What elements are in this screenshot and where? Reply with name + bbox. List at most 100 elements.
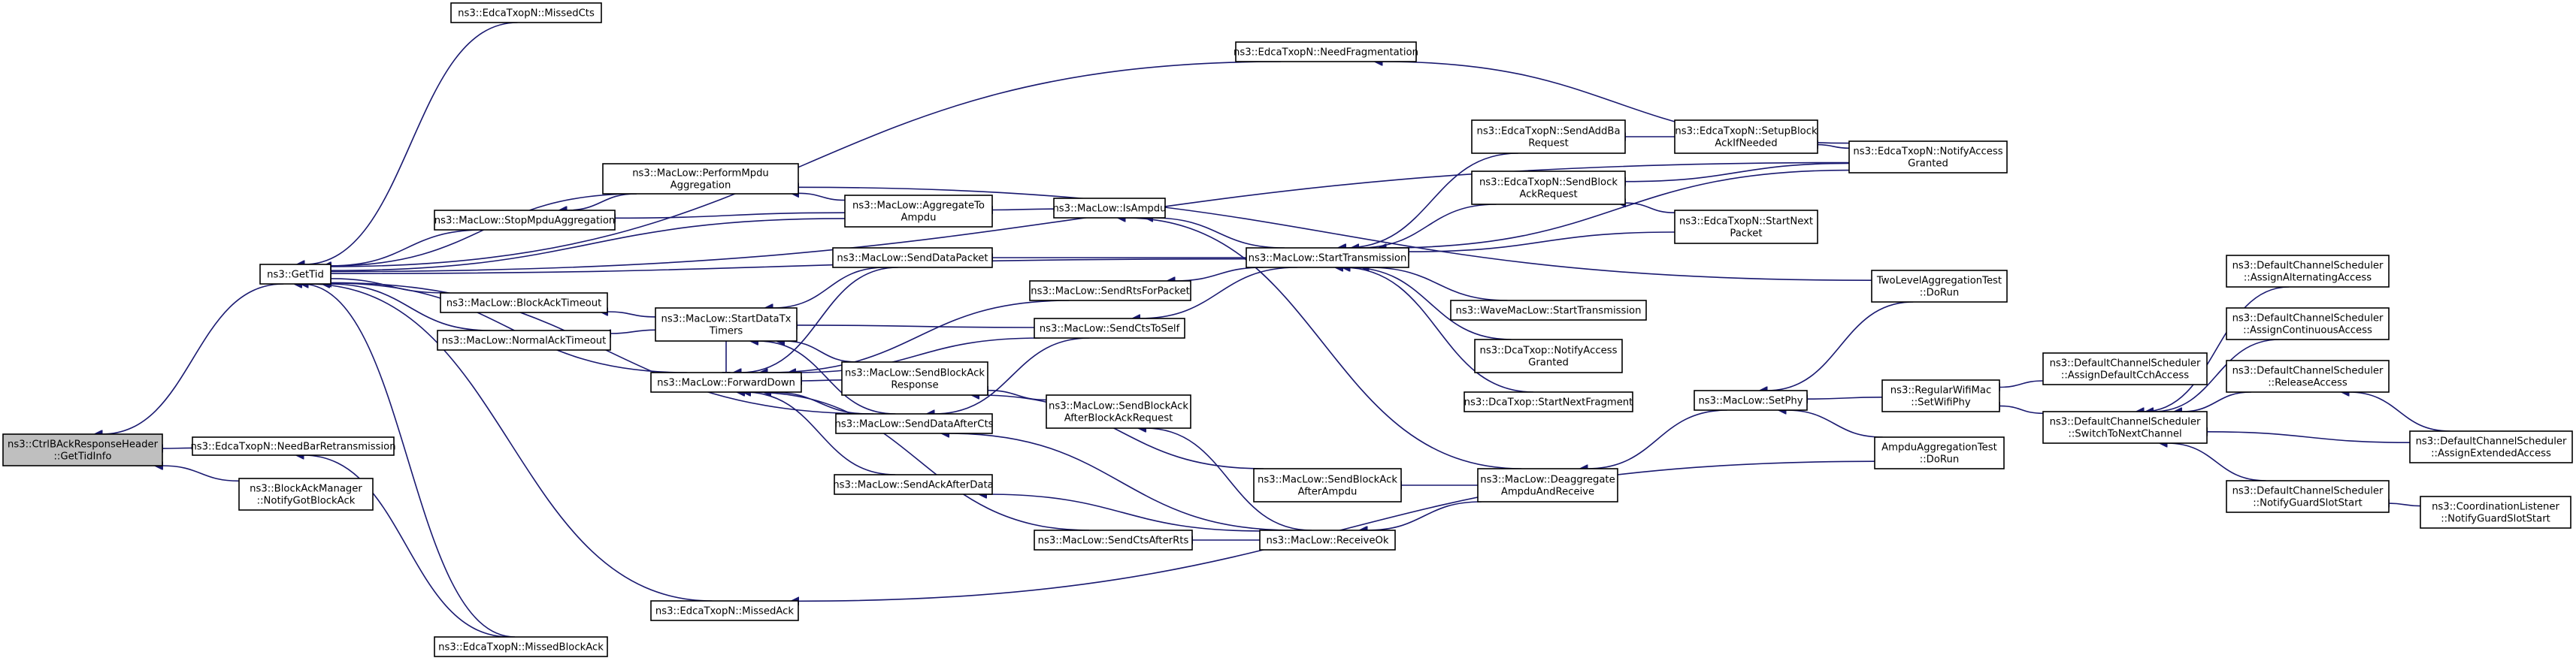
edge-stopmpdu-to-gettid bbox=[331, 229, 483, 266]
node-label: ::DoRun bbox=[1920, 454, 1959, 466]
node-box bbox=[2226, 255, 2390, 288]
node-box bbox=[434, 636, 608, 657]
edge-assignalternating-to-switchtonextchannel bbox=[2144, 286, 2290, 412]
node-sendctstoself[interactable]: ns3::MacLow::SendCtsToSelf bbox=[1034, 318, 1185, 339]
node-gettidinfo[interactable]: ns3::CtrlBAckResponseHeader::GetTidInfo bbox=[2, 433, 163, 466]
edge-starttransmission-to-isampdu bbox=[1152, 218, 1285, 249]
node-needbarretx[interactable]: ns3::EdcaTxopN::NeedBarRetransmission bbox=[190, 436, 396, 456]
node-notifygotblockack[interactable]: ns3::BlockAckManager::NotifyGotBlockAck bbox=[238, 478, 374, 511]
node-twolevelagg[interactable]: TwoLevelAggregationTest::DoRun bbox=[1871, 270, 2008, 303]
node-label: ns3::RegularWifiMac bbox=[1890, 385, 1992, 397]
node-box bbox=[602, 163, 799, 195]
node-sendackafterdata[interactable]: ns3::MacLow::SendAckAfterData bbox=[833, 474, 994, 495]
edge-needfrag-to-gettid bbox=[331, 61, 1281, 267]
edge-senddataaftercts-to-startdatatx bbox=[758, 341, 896, 415]
node-box bbox=[1246, 247, 1409, 268]
node-blockacktimeout[interactable]: ns3::MacLow::BlockAckTimeout bbox=[440, 292, 608, 313]
node-assignalternating[interactable]: ns3::DefaultChannelScheduler::AssignAlte… bbox=[2226, 255, 2390, 288]
node-box bbox=[1848, 140, 2008, 174]
edge-starttransmission-to-sendctstoself bbox=[1140, 267, 1297, 318]
node-regularwifimac[interactable]: ns3::RegularWifiMac::SetWifiPhy bbox=[1881, 379, 2000, 412]
node-box bbox=[1471, 171, 1626, 205]
node-label: ns3::EdcaTxopN::StartNext bbox=[1679, 216, 1813, 228]
node-label: Response bbox=[891, 380, 938, 391]
node-label: ns3::MacLow::SendDataAfterCts bbox=[835, 419, 994, 430]
node-label: ns3::EdcaTxopN::MissedCts bbox=[458, 8, 595, 20]
node-label: ns3::MacLow::NormalAckTimeout bbox=[442, 336, 607, 347]
node-sendblockackafterba[interactable]: ns3::MacLow::SendBlockAckAfterBlockAckRe… bbox=[1046, 394, 1191, 429]
edge-edcanotifyaccess-to-setupblockack bbox=[1818, 145, 1850, 149]
node-label: ns3::EdcaTxopN::NeedFragmentation bbox=[1234, 47, 1418, 59]
node-missedack[interactable]: ns3::EdcaTxopN::MissedAck bbox=[650, 600, 799, 621]
node-label: ::NotifyGuardSlotStart bbox=[2253, 498, 2363, 509]
node-sendrtsforpacket[interactable]: ns3::MacLow::SendRtsForPacket bbox=[1029, 280, 1191, 301]
edge-receiveok-to-senddataaftercts bbox=[949, 433, 1293, 531]
node-box bbox=[1053, 198, 1166, 219]
node-label: ns3::MacLow::ForwardDown bbox=[657, 378, 795, 389]
node-label: ::SetWifiPhy bbox=[1911, 397, 1971, 409]
node-forwarddown[interactable]: ns3::MacLow::ForwardDown bbox=[650, 372, 802, 393]
node-label: ns3::DefaultChannelScheduler bbox=[2232, 261, 2384, 272]
node-assigndefaultcch[interactable]: ns3::DefaultChannelScheduler::AssignDefa… bbox=[2042, 352, 2208, 385]
edge-dcanotifyaccess-to-starttransmission bbox=[1349, 267, 1512, 340]
node-starttransmission[interactable]: ns3::MacLow::StartTransmission bbox=[1246, 247, 1409, 268]
node-receiveok[interactable]: ns3::MacLow::ReceiveOk bbox=[1259, 530, 1396, 551]
edge-twolevelagg-to-setphy bbox=[1767, 301, 1914, 391]
node-label: ns3::DcaTxop::NotifyAccess bbox=[1480, 346, 1618, 357]
node-label: ns3::CtrlBAckResponseHeader bbox=[8, 439, 159, 451]
node-label: AmpduAndReceive bbox=[1501, 487, 1594, 498]
node-senddatapacket[interactable]: ns3::MacLow::SendDataPacket bbox=[832, 247, 993, 268]
node-isampdu[interactable]: ns3::MacLow::IsAmpdu bbox=[1052, 198, 1167, 219]
node-stopmpdu[interactable]: ns3::MacLow::StopMpduAggregation bbox=[434, 210, 616, 231]
node-setphy[interactable]: ns3::MacLow::SetPhy bbox=[1694, 390, 1808, 411]
node-switchtonextchannel[interactable]: ns3::DefaultChannelScheduler::SwitchToNe… bbox=[2042, 411, 2208, 444]
node-label: ns3::MacLow::StartTransmission bbox=[1249, 253, 1407, 264]
edge-missedack-to-gettid bbox=[308, 284, 713, 602]
edge-startnextpacket-to-starttransmission bbox=[1409, 231, 1675, 252]
node-box bbox=[2, 433, 163, 466]
node-assignextended[interactable]: ns3::DefaultChannelScheduler::AssignExte… bbox=[2409, 430, 2573, 463]
edge-releaseaccess-to-switchtonextchannel bbox=[2181, 391, 2252, 412]
node-notifyguardslotstart[interactable]: ns3::DefaultChannelScheduler::NotifyGuar… bbox=[2226, 480, 2390, 513]
node-gettid[interactable]: ns3::GetTid bbox=[259, 264, 331, 285]
node-box bbox=[238, 478, 374, 511]
node-senddataaftercts[interactable]: ns3::MacLow::SendDataAfterCts bbox=[835, 413, 994, 434]
node-assigncontinuous[interactable]: ns3::DefaultChannelScheduler::AssignCont… bbox=[2226, 307, 2390, 340]
node-label: ::NotifyGotBlockAck bbox=[257, 496, 356, 507]
node-box bbox=[832, 247, 993, 268]
edge-sendctstoself-to-startdatatx bbox=[797, 325, 1035, 327]
node-label: ns3::EdcaTxopN::MissedAck bbox=[655, 606, 794, 617]
node-label: ns3::DefaultChannelScheduler bbox=[2232, 366, 2384, 377]
node-label: ns3::DefaultChannelScheduler bbox=[2416, 436, 2567, 448]
node-label: ns3::GetTid bbox=[267, 270, 324, 281]
node-normalacktimeout[interactable]: ns3::MacLow::NormalAckTimeout bbox=[437, 330, 611, 351]
node-wavestarttx[interactable]: ns3::WaveMacLow::StartTransmission bbox=[1450, 300, 1647, 321]
node-missedblockack[interactable]: ns3::EdcaTxopN::MissedBlockAck bbox=[434, 636, 608, 657]
node-box bbox=[259, 264, 331, 285]
node-dcastartnextfrag[interactable]: ns3::DcaTxop::StartNextFragment bbox=[1464, 391, 1633, 412]
node-ampduaggtest[interactable]: AmpduAggregationTest::DoRun bbox=[1874, 436, 2005, 469]
node-sendctsafterrts[interactable]: ns3::MacLow::SendCtsAfterRts bbox=[1034, 530, 1193, 551]
node-releaseaccess[interactable]: ns3::DefaultChannelScheduler::ReleaseAcc… bbox=[2226, 360, 2390, 393]
node-label: ns3::EdcaTxopN::SetupBlock bbox=[1675, 126, 1818, 137]
node-label: Request bbox=[1528, 138, 1569, 149]
node-coordnotifyguard[interactable]: ns3::CoordinationListener::NotifyGuardSl… bbox=[2420, 496, 2571, 529]
node-needfrag[interactable]: ns3::EdcaTxopN::NeedFragmentation bbox=[1234, 41, 1418, 62]
node-label: ns3::MacLow::StartDataTx bbox=[661, 314, 792, 325]
node-box bbox=[834, 474, 993, 495]
edge-startdatatx-to-blockacktimeout bbox=[607, 312, 656, 318]
node-missedcts[interactable]: ns3::EdcaTxopN::MissedCts bbox=[450, 2, 602, 23]
